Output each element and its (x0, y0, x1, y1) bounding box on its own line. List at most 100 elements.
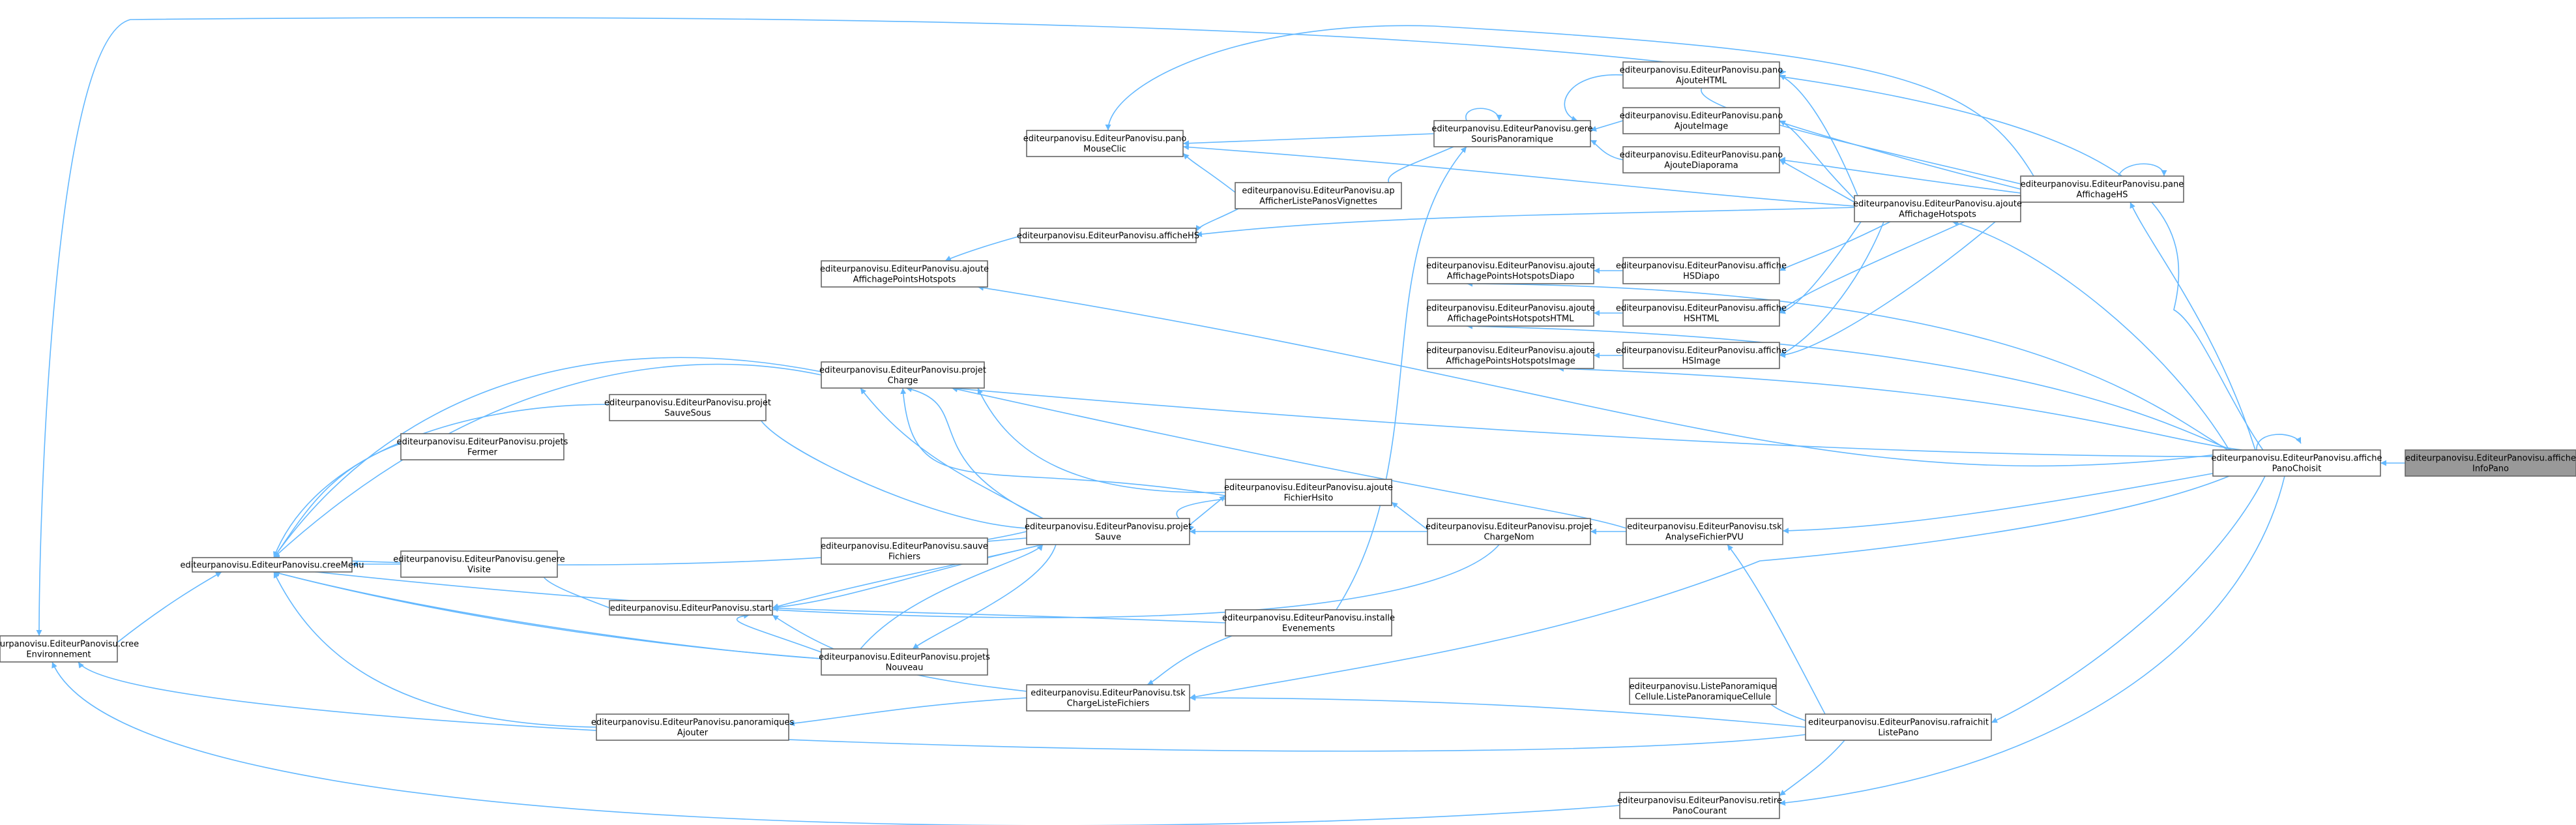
node-pano-ajoute-html[interactable]: editeurpanovisu.EditeurPanovisu.panoAjou… (1620, 61, 1783, 89)
node-box (1235, 182, 1402, 209)
node-pano-mouse-clic[interactable]: editeurpanovisu.EditeurPanovisu.panoMous… (1023, 130, 1186, 157)
node-label-line: editeurpanovisu.EditeurPanovisu.gere (1431, 125, 1592, 134)
edge-74 (273, 357, 822, 558)
edge-60 (1727, 544, 1826, 715)
node-box (821, 537, 988, 565)
node-label-line: Environnement (26, 650, 91, 660)
node-ajoute-affichage-points-hotspots-html[interactable]: editeurpanovisu.EditeurPanovisu.ajouteAf… (1426, 299, 1595, 327)
node-projet-charge-nom[interactable]: editeurpanovisu.EditeurPanovisu.projetCh… (1426, 518, 1592, 545)
node-affiche-hs-image[interactable]: editeurpanovisu.EditeurPanovisu.afficheH… (1616, 342, 1787, 369)
node-projet-charge[interactable]: editeurpanovisu.EditeurPanovisu.projetCh… (819, 361, 986, 389)
node-ajoute-affichage-hotspots[interactable]: editeurpanovisu.EditeurPanovisu.ajouteAf… (1853, 195, 2022, 222)
node-box (1433, 120, 1591, 147)
node-afficher-liste-panos-vignettes[interactable]: editeurpanovisu.EditeurPanovisu.apAffich… (1235, 182, 1402, 209)
node-label-line: editeurpanovisu.EditeurPanovisu.projet (604, 398, 771, 408)
edges (36, 17, 2405, 825)
node-label-line: editeurpanovisu.EditeurPanovisu.pano (1620, 151, 1783, 160)
edge-11 (1779, 475, 2285, 806)
edge-79 (860, 544, 1044, 650)
node-label-line: editeurpanovisu.EditeurPanovisu.sauve (821, 542, 988, 552)
node-affiche-pano-choisit[interactable]: editeurpanovisu.EditeurPanovisu.afficheP… (2212, 449, 2382, 477)
node-gere-souris-panoramique[interactable]: editeurpanovisu.EditeurPanovisu.gereSour… (1431, 120, 1593, 147)
node-label-line: editeurpanovisu.EditeurPanovisu.cree (0, 640, 139, 650)
node-cree-environnement[interactable]: editeurpanovisu.EditeurPanovisu.creeEnvi… (0, 635, 139, 663)
node-genere-visite[interactable]: editeurpanovisu.EditeurPanovisu.genereVi… (393, 550, 565, 578)
edge-64 (51, 661, 1620, 825)
edge-24 (1779, 159, 1855, 203)
node-label-line: editeurpanovisu.EditeurPanovisu.genere (393, 555, 565, 565)
edge-6 (977, 284, 2217, 467)
node-label-line: AffichagePointsHotspotsImage (1446, 357, 1575, 367)
node-box (1427, 299, 1594, 327)
node-installe-evenements[interactable]: editeurpanovisu.EditeurPanovisu.installe… (1222, 609, 1395, 637)
node-box (400, 550, 558, 578)
node-label-line: Visite (467, 565, 491, 575)
edge-42 (772, 606, 1226, 623)
edge-33 (1590, 120, 1624, 132)
node-label-line: editeurpanovisu.EditeurPanovisu.ajoute (1426, 346, 1595, 356)
node-box (1622, 299, 1780, 327)
edge-38 (1182, 153, 1236, 193)
node-box (1427, 518, 1591, 545)
node-projets-nouveau[interactable]: editeurpanovisu.EditeurPanovisu.projetsN… (819, 648, 990, 676)
node-label-line: editeurpanovisu.EditeurPanovisu.panorami… (591, 718, 795, 728)
node-panoramiques-ajouter[interactable]: editeurpanovisu.EditeurPanovisu.panorami… (591, 713, 795, 741)
node-label-line: editeurpanovisu.EditeurPanovisu.affiche (2405, 454, 2576, 464)
node-label-line: Charge (888, 376, 918, 386)
node-affiche-hs-html[interactable]: editeurpanovisu.EditeurPanovisu.afficheH… (1616, 299, 1787, 327)
node-affiche-hs-diapo[interactable]: editeurpanovisu.EditeurPanovisu.afficheH… (1616, 257, 1787, 284)
node-label-line: AffichagePointsHotspotsDiapo (1447, 272, 1575, 282)
node-pane-affichage-hs[interactable]: editeurpanovisu.EditeurPanovisu.paneAffi… (2020, 175, 2184, 203)
node-box (1026, 518, 1190, 545)
node-pano-ajoute-image[interactable]: editeurpanovisu.EditeurPanovisu.panoAjou… (1620, 107, 1783, 134)
node-ajoute-affichage-points-hotspots[interactable]: editeurpanovisu.EditeurPanovisu.ajouteAf… (820, 260, 989, 288)
node-label-line: editeurpanovisu.EditeurPanovisu.affiche (1616, 304, 1787, 314)
edge-35 (1182, 133, 1435, 147)
node-affiche-info-pano[interactable]: editeurpanovisu.EditeurPanovisu.afficheI… (2405, 449, 2576, 477)
node-label-line: HSImage (1682, 357, 1721, 367)
node-ajoute-affichage-points-hotspots-image[interactable]: editeurpanovisu.EditeurPanovisu.ajouteAf… (1426, 342, 1595, 369)
node-box (821, 648, 988, 676)
node-liste-panoramique-cellule[interactable]: editeurpanovisu.ListePanoramiqueCellule.… (1629, 678, 1777, 705)
node-projet-sauve-sous[interactable]: editeurpanovisu.EditeurPanovisu.projetSa… (604, 394, 771, 421)
node-projet-sauve[interactable]: editeurpanovisu.EditeurPanovisu.projetSa… (1025, 518, 1192, 545)
edge-7 (951, 385, 2216, 457)
node-label-line: editeurpanovisu.EditeurPanovisu.pano (1023, 134, 1186, 144)
node-label-line: editeurpanovisu.EditeurPanovisu.tsk (1627, 522, 1782, 532)
node-affiche-hs[interactable]: editeurpanovisu.EditeurPanovisu.afficheH… (1017, 228, 1199, 243)
node-box (1626, 518, 1783, 545)
node-label-line: Sauve (1095, 533, 1121, 543)
node-box (1622, 61, 1780, 89)
edge-52 (977, 387, 1226, 494)
node-label-line: editeurpanovisu.EditeurPanovisu.affiche (1616, 346, 1787, 356)
node-box (1622, 257, 1780, 284)
edge-17 (1105, 25, 2034, 177)
node-retire-pano-courant[interactable]: editeurpanovisu.EditeurPanovisu.retirePa… (1617, 792, 1782, 819)
node-label-line: editeurpanovisu.EditeurPanovisu.ajoute (1426, 304, 1595, 314)
node-start[interactable]: editeurpanovisu.EditeurPanovisu.start (609, 600, 773, 616)
node-projets-fermer[interactable]: editeurpanovisu.EditeurPanovisu.projetsF… (397, 433, 568, 460)
edge-27 (1195, 207, 1855, 237)
node-pano-ajoute-diaporama[interactable]: editeurpanovisu.EditeurPanovisu.panoAjou… (1620, 146, 1783, 173)
edge-78 (772, 544, 1044, 609)
node-label-line: Cellule.ListePanoramiqueCellule (1635, 693, 1771, 702)
node-box (609, 394, 767, 421)
node-sauve-fichiers[interactable]: editeurpanovisu.EditeurPanovisu.sauveFic… (821, 537, 988, 565)
node-box (1805, 713, 1992, 741)
node-cree-menu[interactable]: editeurpanovisu.EditeurPanovisu.creeMenu (181, 557, 364, 573)
node-ajoute-affichage-points-hotspots-diapo[interactable]: editeurpanovisu.EditeurPanovisu.ajouteAf… (1426, 257, 1595, 284)
node-label-line: Nouveau (886, 663, 924, 673)
edge-20 (2118, 163, 2167, 177)
node-label-line: editeurpanovisu.EditeurPanovisu.ajoute (1426, 262, 1595, 271)
node-ajoute-fichier-hsito[interactable]: editeurpanovisu.EditeurPanovisu.ajouteFi… (1224, 479, 1393, 506)
node-tsk-analyse-fichier-pvu[interactable]: editeurpanovisu.EditeurPanovisu.tskAnaly… (1626, 518, 1783, 545)
node-label-line: HSHTML (1684, 314, 1720, 324)
edge-76 (117, 571, 222, 643)
node-tsk-charge-liste-fichiers[interactable]: editeurpanovisu.EditeurPanovisu.tskCharg… (1026, 684, 1190, 712)
edge-21 (1779, 221, 1891, 271)
node-label-line: AffichageHS (2076, 190, 2128, 200)
node-box (400, 433, 564, 460)
node-box (2405, 449, 2576, 477)
node-label-line: editeurpanovisu.ListePanoramique (1630, 682, 1777, 692)
node-rafraichit-liste-pano[interactable]: editeurpanovisu.EditeurPanovisu.rafraich… (1805, 713, 1992, 741)
